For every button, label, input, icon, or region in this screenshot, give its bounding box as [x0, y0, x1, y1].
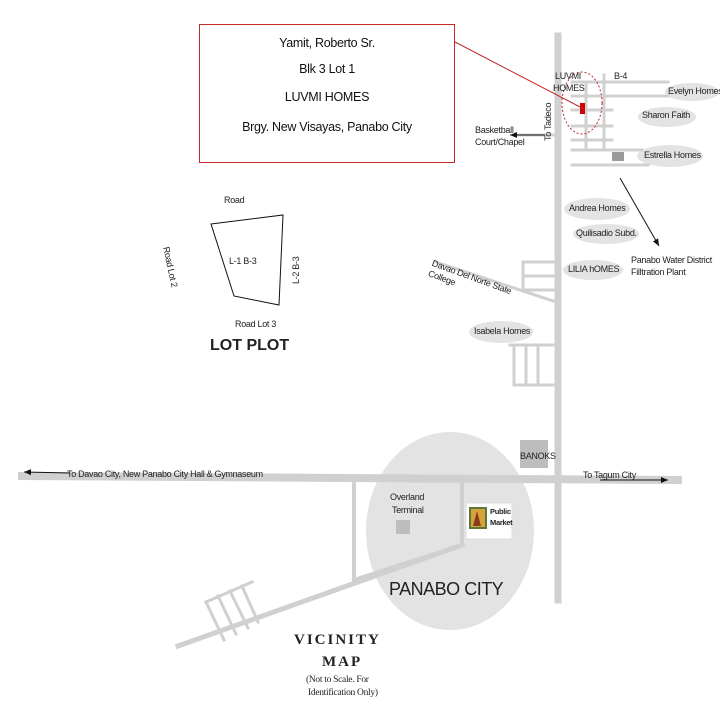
public-market-line1: Public: [490, 507, 511, 516]
subdivision-name: LUVMI HOMES: [284, 90, 370, 104]
estrella-homes-label: Estrella Homes: [644, 150, 701, 160]
public-market-line2: Market: [490, 518, 513, 527]
overland-label-line2: Terminal: [392, 505, 424, 515]
lilia-homes-area: [563, 260, 623, 280]
quilisadio-area: [573, 224, 639, 244]
map-title-line1: VICINITY: [294, 632, 381, 648]
luvmi-label-line1: LUVMI: [555, 71, 582, 81]
owner-name: Yamit, Roberto Sr.: [279, 36, 375, 50]
quilisadio-label: Quilisadio Subd.: [576, 228, 637, 238]
sharon-faith-label: Sharon Faith: [642, 110, 690, 120]
to-tadeco-label: To Tadeco: [543, 102, 553, 141]
map-note-line1: (Not to Scale. For: [306, 675, 369, 685]
address: Brgy. New Visayas, Panabo City: [242, 120, 412, 134]
b4-label: B-4: [614, 71, 628, 81]
to-davao-arrow: [23, 469, 71, 476]
panabo-city-label: PANABO CITY: [389, 579, 504, 599]
isabela-homes-label: Isabela Homes: [474, 326, 531, 336]
luvmi-homes-highlight: [561, 71, 603, 135]
owner-info-box: Yamit, Roberto Sr. Blk 3 Lot 1 LUVMI HOM…: [199, 24, 455, 163]
sharon-faith-area: [638, 107, 696, 127]
basketball-label-line1: Basketball: [475, 125, 514, 135]
map-title-line2: MAP: [322, 654, 363, 670]
evelyn-homes-label: Evelyn Homes: [668, 86, 720, 96]
map-note-line2: Identification Only): [308, 688, 378, 698]
info-leader-line: [454, 41, 583, 109]
lilia-homes-label: LILIA hOMES: [568, 264, 620, 274]
to-davao-label: To Davao City, New Panabo City Hall & Gy…: [67, 469, 263, 479]
roads: [17, 32, 683, 650]
overland-label-line1: Overland: [390, 492, 425, 502]
block-lot: Blk 3 Lot 1: [299, 62, 355, 76]
water-district-line2: Filltration Plant: [631, 267, 686, 277]
andrea-homes-area: [564, 198, 630, 220]
isabela-homes-area: [469, 321, 533, 343]
lot-plot-shape: [210, 214, 284, 306]
to-tagum-label: To Tagum City: [583, 470, 636, 480]
lot-right-label: L-2 B-3: [291, 256, 301, 284]
public-market-logo: [469, 507, 487, 529]
lot-road-bottom: Road Lot 3: [235, 319, 277, 329]
subject-lot-marker: [580, 103, 585, 114]
andrea-homes-label: Andrea Homes: [569, 203, 626, 213]
estrella-homes-area: [637, 145, 703, 167]
overland-terminal-block: [396, 520, 410, 534]
estrella-homes-block: [612, 152, 624, 161]
banoks-block: [520, 440, 548, 468]
water-district-line1: Panabo Water District: [631, 255, 712, 265]
water-district-arrow: [619, 177, 660, 247]
banoks-label: BANOKS: [520, 451, 556, 461]
basketball-label-line2: Court/Chapel: [475, 137, 525, 147]
lot-road-top: Road: [224, 195, 245, 205]
evelyn-homes-area: [665, 83, 719, 101]
lot-center-label: L-1 B-3: [229, 256, 257, 266]
luvmi-label-line2: HOMES: [553, 83, 585, 93]
lot-plot-title: LOT PLOT: [210, 337, 290, 354]
